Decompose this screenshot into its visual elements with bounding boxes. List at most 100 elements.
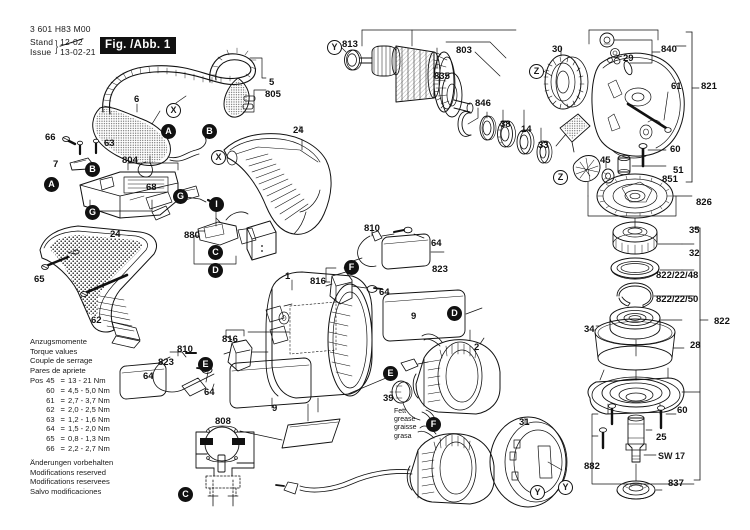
torque-pos: 62 [46, 405, 55, 415]
torque-value: 2,2 - 2,7 Nm [67, 443, 110, 453]
modifications-en: Modifications reserved [30, 467, 106, 477]
callout-816: 816 [310, 276, 326, 287]
callout-9: 9 [272, 403, 278, 414]
table-row: 63 = 1,2 - 1,6 Nm [30, 415, 110, 425]
callout-851: 851 [662, 174, 678, 185]
table-row: 62 = 2,0 - 2,5 Nm [30, 405, 110, 415]
callout-35: 35 [689, 225, 700, 236]
marker-y-22: Y [558, 480, 573, 495]
grease-note: Fett grease graisse grasa [394, 408, 417, 441]
torque-value: 1,2 - 1,6 Nm [67, 414, 110, 424]
table-row: 64 = 1,5 - 2,0 Nm [30, 424, 110, 434]
modifications-es: Salvo modificaciones [30, 486, 102, 496]
issue-label: Issue [30, 47, 52, 57]
label-plate-art [119, 233, 483, 449]
lower-stator-art [275, 409, 568, 508]
callout-835: 835 [434, 71, 450, 82]
stator-art [389, 329, 501, 421]
callout-821: 821 [701, 81, 717, 92]
callout-68: 68 [146, 182, 157, 193]
callout-25: 25 [656, 432, 667, 443]
rotor-lock-art [572, 143, 693, 229]
callout-64: 64 [431, 238, 442, 249]
marker-b-7: B [202, 124, 217, 139]
marker-a-6: A [161, 124, 176, 139]
modifications-block: Änderungen vorbehalten Modifications res… [30, 458, 113, 496]
callout-880: 880 [184, 230, 200, 241]
table-row: 60 = 4,5 - 5,0 Nm [30, 386, 110, 396]
callout-62: 62 [91, 315, 102, 326]
callout-5: 5 [269, 77, 275, 88]
callout-28: 28 [690, 340, 701, 351]
torque-value: 13 - 21 Nm [67, 376, 106, 386]
wrench-size-label: SW 17 [658, 451, 686, 461]
modifications-de: Änderungen vorbehalten [30, 458, 114, 467]
marker-c-20: C [178, 487, 193, 502]
callout-38: 38 [500, 119, 511, 130]
power-cord-art [92, 47, 267, 178]
callout-826: 826 [696, 197, 712, 208]
grease-note-en: grease [394, 416, 416, 424]
callout-64: 64 [204, 387, 215, 398]
marker-e-18: E [198, 357, 213, 372]
callout-14: 14 [521, 124, 532, 135]
part-code: 3 601 H83 M00 [30, 24, 91, 34]
callout-64: 64 [379, 287, 390, 298]
callout-31: 31 [519, 417, 530, 428]
grease-note-de: Fett [394, 408, 407, 415]
callout-34: 34 [584, 324, 595, 335]
torque-pos: 66 [46, 443, 55, 453]
stand-label: Stand [30, 37, 54, 47]
callout-816: 816 [222, 334, 238, 345]
callout-823: 823 [158, 357, 174, 368]
motor-housing-art [247, 271, 387, 413]
callout-810: 810 [364, 223, 380, 234]
torque-table: Pos 45 = 13 - 21 Nm 60 = 4,5 - 5,0 Nm 61… [30, 376, 110, 453]
callout-64: 64 [143, 371, 154, 382]
pos-label: Pos [30, 376, 44, 386]
handle-grip-art [39, 225, 157, 349]
marker-f-19: F [426, 417, 441, 432]
torque-title-es: Pares de apriete [30, 365, 86, 375]
torque-pos: 45 [46, 376, 55, 386]
callout-45: 45 [600, 155, 611, 166]
callout-60: 60 [670, 144, 681, 155]
torque-eq: = [60, 405, 65, 415]
marker-e-17: E [383, 366, 398, 381]
marker-g-11: G [173, 189, 188, 204]
callout-32: 32 [689, 248, 700, 259]
marker-a-9: A [44, 177, 59, 192]
callout-24: 24 [110, 229, 121, 240]
torque-eq: = [60, 443, 65, 453]
grease-note-fr: graisse [394, 424, 417, 432]
table-row: 61 = 2,7 - 3,7 Nm [30, 396, 110, 406]
callout-30: 30 [552, 44, 563, 55]
header-block: 3 601 H83 M00 Stand } 12-02 Issue 13-02-… [30, 24, 98, 57]
torque-eq: = [60, 424, 65, 434]
callout-822: 822 [714, 316, 730, 327]
callout-60: 60 [677, 405, 688, 416]
callout-39: 39 [383, 393, 394, 404]
torque-eq: = [60, 385, 65, 395]
date-struck: 12-02 [60, 37, 83, 47]
modifications-fr: Modifications reservees [30, 477, 110, 487]
callout-63: 63 [104, 138, 115, 149]
torque-title-fr: Couple de serrage [30, 356, 93, 366]
torque-eq: = [60, 376, 65, 386]
torque-title-de: Anzugsmomente [30, 337, 87, 346]
callout-822-22-50: 822/22/50 [656, 294, 699, 305]
armature-art [340, 29, 517, 118]
gear-parts-art [457, 107, 591, 164]
date-current: 13-02-21 [60, 47, 96, 57]
marker-i-12: I [209, 197, 224, 212]
torque-eq: = [60, 433, 65, 443]
bearing-stack-art [609, 221, 709, 481]
gear-cover-art [587, 318, 701, 500]
torque-eq: = [60, 395, 65, 405]
torque-value: 2,7 - 3,7 Nm [67, 395, 110, 405]
callout-808: 808 [215, 416, 231, 427]
revision-table: Stand } 12-02 Issue 13-02-21 [30, 37, 98, 57]
callout-837: 837 [668, 478, 684, 489]
callout-804: 804 [122, 155, 138, 166]
callout-805: 805 [265, 89, 281, 100]
